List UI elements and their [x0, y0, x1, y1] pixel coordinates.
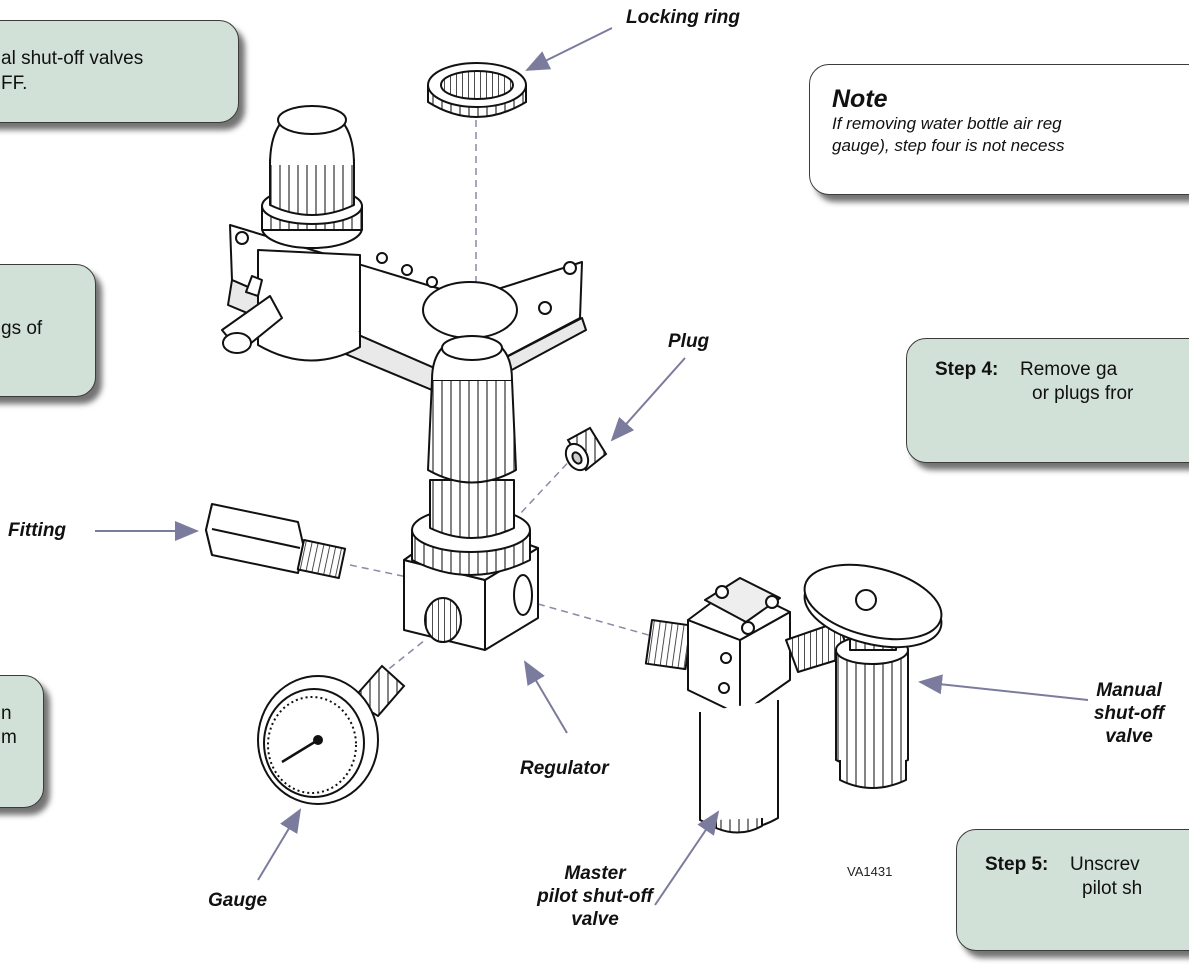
callout-bottom-left-line1: n: [1, 703, 12, 724]
label-regulator: Regulator: [520, 758, 609, 779]
label-master-line3: valve: [571, 909, 619, 930]
step5-callout: Step 5: Unscrev pilot sh: [956, 829, 1189, 951]
fitting: [205, 503, 347, 580]
manual-shut-off-valve: [803, 563, 943, 789]
callout-mid-left: gs of: [0, 264, 96, 397]
figure-code: VA1431: [847, 864, 893, 879]
note-title: Note: [832, 85, 888, 113]
step4-line2: or plugs fror: [1032, 383, 1134, 404]
gauge: [257, 664, 406, 805]
step4-number: Step 4:: [935, 359, 999, 380]
step4-callout: Step 4: Remove ga or plugs fror: [906, 338, 1189, 463]
step4-line1: Remove ga: [1020, 359, 1118, 380]
master-pilot-valve: [644, 577, 851, 834]
callout-mid-left-line1: gs of: [1, 318, 43, 339]
locking-ring: [427, 62, 527, 118]
label-manual-shut-off-valve: Manual shut-off valve: [1070, 679, 1188, 748]
step5-number: Step 5:: [985, 854, 1049, 875]
note-box: Note If removing water bottle air reg ga…: [809, 64, 1189, 195]
leader-arrows: [95, 27, 1089, 906]
label-gauge: Gauge: [208, 890, 268, 911]
regulator: [403, 335, 539, 651]
label-plug: Plug: [668, 331, 710, 352]
label-master-line2: pilot shut-off: [537, 886, 653, 907]
callout-bottom-left: n m: [0, 675, 44, 808]
label-manual-line2: shut-off: [1093, 703, 1165, 724]
label-master-pilot-valve: Master pilot shut-off valve: [520, 862, 670, 931]
callout-top-left-line1: al shut-off valves: [1, 48, 144, 69]
callout-top-left-line2: FF.: [1, 73, 28, 94]
label-manual-line3: valve: [1105, 726, 1153, 747]
note-text-line1: If removing water bottle air reg: [832, 114, 1062, 133]
step5-line2: pilot sh: [1082, 878, 1143, 899]
label-locking-ring: Locking ring: [626, 7, 740, 28]
callout-top-left: al shut-off valves FF.: [0, 20, 239, 123]
step5-line1: Unscrev: [1070, 854, 1140, 875]
upper-regulator-assembly: [221, 105, 587, 401]
label-manual-line1: Manual: [1096, 680, 1162, 701]
label-fitting: Fitting: [8, 520, 67, 541]
callout-bottom-left-line2: m: [1, 727, 17, 748]
label-master-line1: Master: [564, 863, 626, 884]
plug: [564, 426, 608, 472]
note-text-line2: gauge), step four is not necess: [832, 136, 1065, 155]
